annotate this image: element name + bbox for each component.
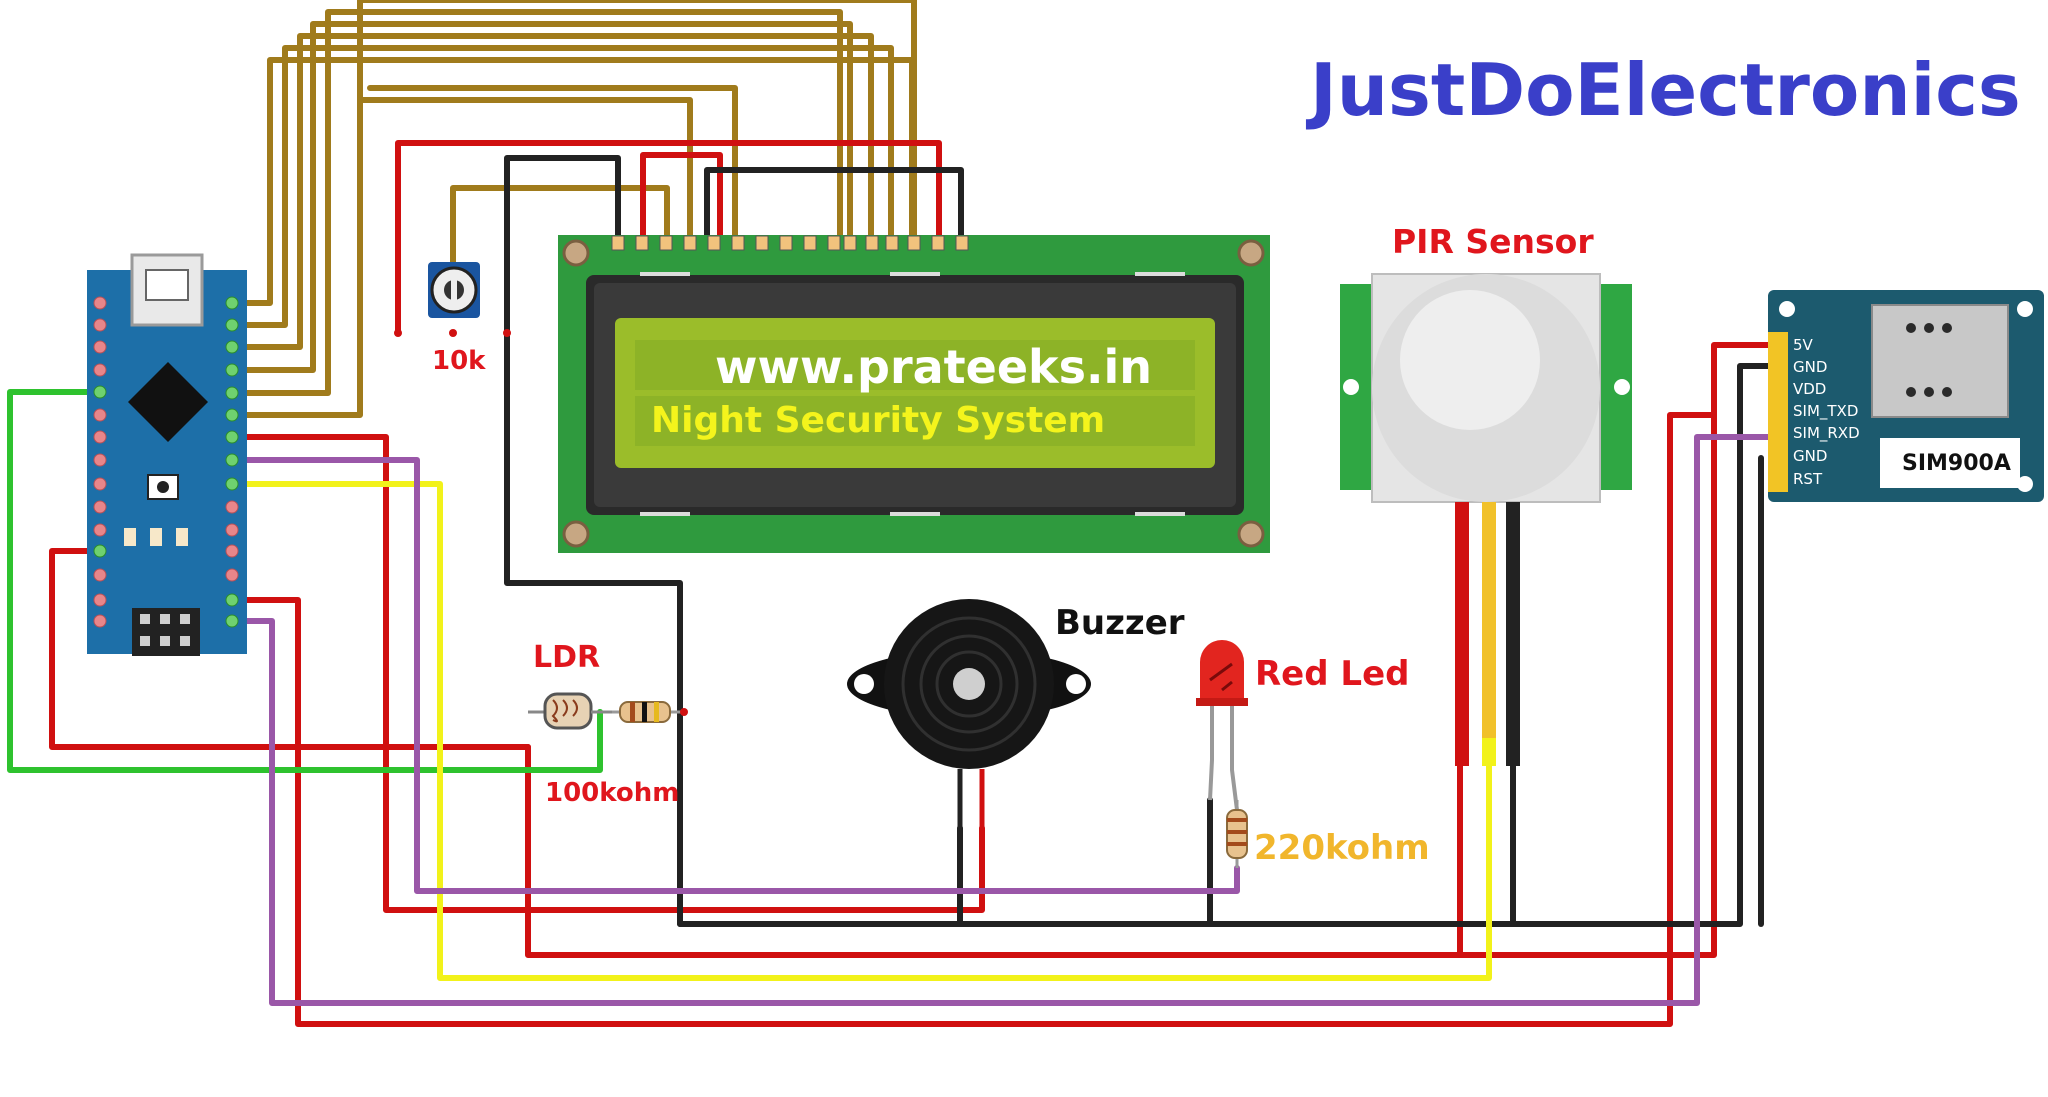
buzzer-label: Buzzer [1055,603,1185,643]
potentiometer [394,262,511,337]
led-resistor-label: 220kohm [1254,828,1430,868]
sim-pin-label: VDD [1793,380,1827,398]
sim-pin-label: GND [1793,358,1828,376]
sim-pin-label: GND [1793,447,1828,465]
ldr-resistor-label: 100kohm [545,778,680,808]
ground-wires [504,155,1778,927]
led-resistor-220k [1226,800,1248,868]
ldr-resistor-100k [612,701,688,723]
signal-wires-purple [229,434,1778,1006]
ldr-label: LDR [533,640,601,675]
sim-pin-label: RST [1793,470,1823,488]
red-led [1196,640,1248,811]
lcd-display [558,235,1270,553]
arduino-nano [87,253,247,656]
lcd-data-wires [229,0,917,418]
buzzer [847,599,1091,828]
sim-pin-label: SIM_RXD [1793,424,1860,442]
pir-sensor-label: PIR Sensor [1392,222,1594,261]
potentiometer-label: 10k [432,346,486,376]
pir-sensor [1340,273,1632,766]
pir-signal-wire [229,481,1492,981]
ldr-sensor [528,692,612,730]
lcd-line-2: Night Security System [651,400,1106,441]
lcd-line-1: www.prateeks.in [715,340,1153,394]
sim-pin-label: SIM_TXD [1793,402,1859,420]
sim-pin-label: 5V [1793,336,1813,354]
led-label: Red Led [1255,654,1410,694]
power-wires [49,140,1778,1027]
brand-title: JustDoElectronics [1310,48,2021,132]
sim-module-name: SIM900A [1902,451,2011,476]
sim900a-module [1768,290,2044,502]
